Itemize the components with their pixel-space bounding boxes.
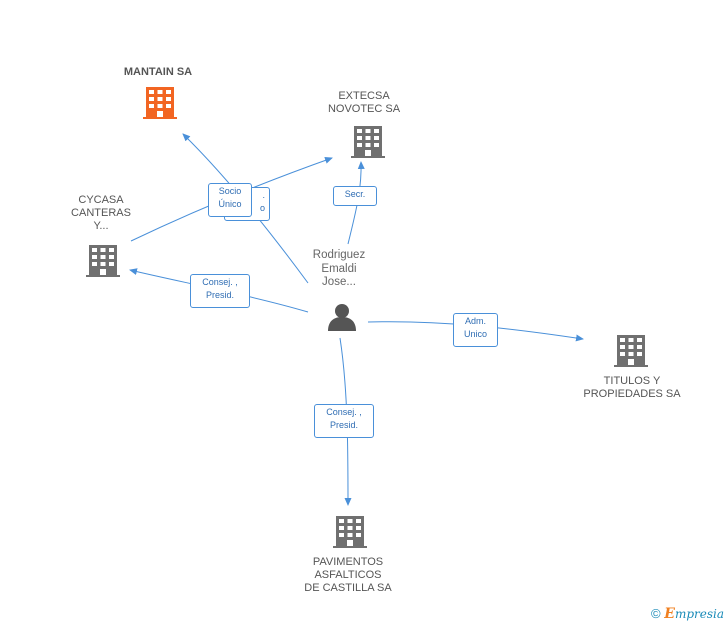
edge-label-consej-pavimentos[interactable]: Consej. , Presid. <box>314 404 374 438</box>
company-name-line: DE CASTILLA SA <box>304 582 392 594</box>
edge-label-line: Adm. <box>464 316 486 326</box>
company-name-line: ASFALTICOS <box>314 569 382 581</box>
company-label-titulos[interactable]: TITULOS Y PROPIEDADES SA <box>583 375 680 401</box>
company-label-cycasa[interactable]: CYCASA CANTERAS Y... <box>71 194 131 233</box>
person-icon[interactable] <box>328 304 356 331</box>
edge-label-line: Único <box>218 199 242 209</box>
edge-label-socio-unico[interactable]: Socio Único <box>208 183 252 217</box>
edge-label-line: Secr. <box>344 189 366 199</box>
company-name-line: PAVIMENTOS <box>312 556 384 568</box>
logo-initial: E <box>664 606 675 622</box>
building-icon[interactable] <box>614 335 648 367</box>
footer-brand: © Empresia <box>651 606 724 622</box>
edge-label-line: Unico <box>463 329 487 339</box>
empresia-logo[interactable]: Empresia <box>664 606 724 622</box>
company-name-line: CANTERAS <box>71 207 131 219</box>
company-name-line: Y... <box>93 220 109 232</box>
edge-label-line: Consej. , <box>202 277 238 287</box>
building-icon[interactable] <box>143 87 177 119</box>
person-name-line: Jose... <box>322 276 356 288</box>
company-name-line: PROPIEDADES SA <box>583 388 681 400</box>
company-name[interactable]: MANTAIN SA <box>123 66 193 78</box>
edge-label-line: Presid. <box>329 420 358 430</box>
copyright-icon: © <box>651 606 661 621</box>
edge-label-secr[interactable]: Secr. <box>333 186 377 206</box>
company-name-line: TITULOS Y <box>603 375 661 387</box>
building-icon[interactable] <box>351 126 385 158</box>
edge-label-consej-cycasa[interactable]: Consej. , Presid. <box>190 274 250 308</box>
building-icon[interactable] <box>333 516 367 548</box>
building-icon[interactable] <box>86 245 120 277</box>
company-label-pavimentos[interactable]: PAVIMENTOS ASFALTICOS DE CASTILLA SA <box>304 556 391 595</box>
edge-label-line: Socio <box>218 186 242 196</box>
person-name-line: Rodriguez <box>312 249 366 261</box>
company-name-line: EXTECSA <box>338 90 390 102</box>
edge-label-adm-unico[interactable]: Adm. Unico <box>453 313 498 347</box>
company-label-extecsa[interactable]: EXTECSA NOVOTEC SA <box>328 90 400 116</box>
edge-label-line: Consej. , <box>326 407 362 417</box>
company-label-mantain[interactable]: MANTAIN SA <box>124 66 192 79</box>
person-label[interactable]: Rodriguez Emaldi Jose... <box>313 249 365 290</box>
company-name-line: CYCASA <box>78 194 124 206</box>
person-name-line: Emaldi <box>321 262 357 275</box>
logo-text: mpresia <box>674 607 724 621</box>
edge-label-line: Presid. <box>205 290 234 300</box>
edge-label-line: o <box>259 203 265 213</box>
edge-label-line: . <box>262 190 265 200</box>
company-name-line: NOVOTEC SA <box>327 103 401 115</box>
